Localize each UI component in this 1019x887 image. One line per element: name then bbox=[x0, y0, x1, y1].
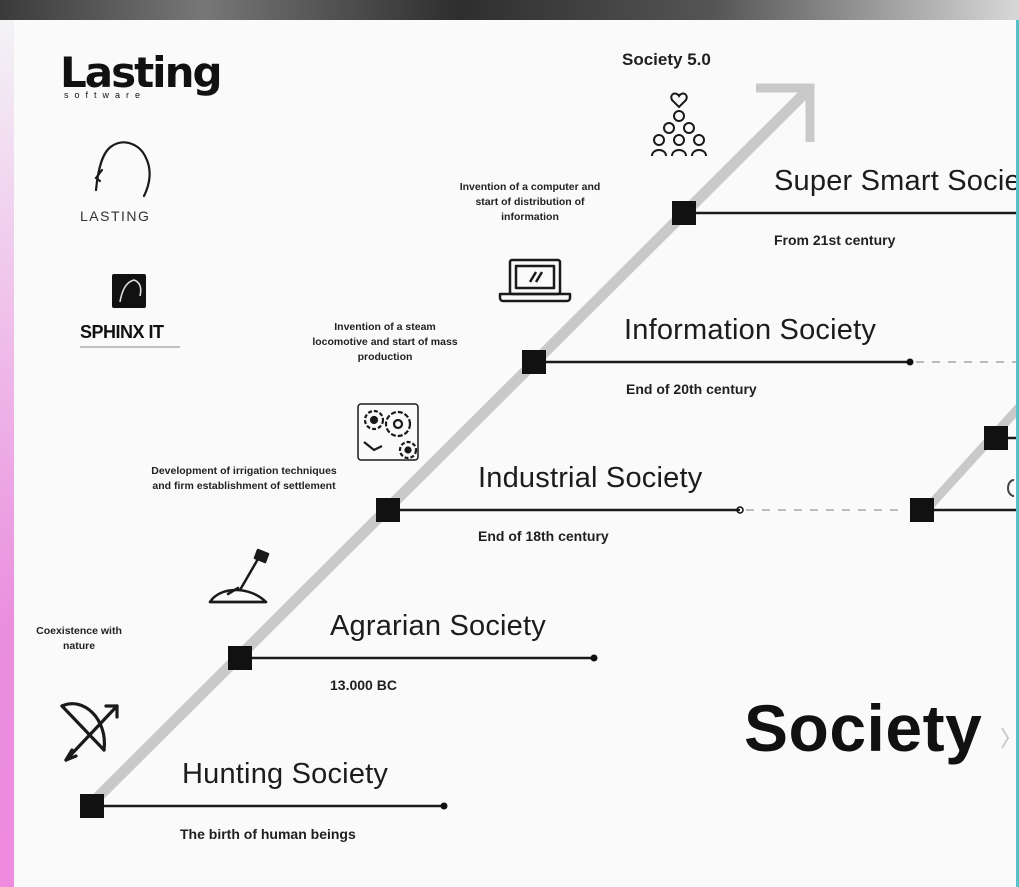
lasting-software-wordmark: Lasting bbox=[60, 48, 223, 97]
left-gradient-border bbox=[0, 20, 14, 887]
cropped-icon-fragment bbox=[1007, 479, 1015, 497]
right-teal-border bbox=[1016, 20, 1019, 887]
hunting-title: Hunting Society bbox=[182, 758, 389, 790]
diagonal-arrow-head bbox=[756, 83, 815, 142]
information-line-end bbox=[906, 358, 914, 366]
industrial-node bbox=[376, 498, 400, 522]
timeline-diagram bbox=[60, 83, 1016, 818]
lasting-label: LASTING bbox=[80, 208, 151, 224]
industrial-description: Invention of a steam locomotive and star… bbox=[312, 321, 458, 363]
society-5-headline: Society 5.0 bbox=[622, 50, 711, 69]
industrial-date: End of 18th century bbox=[478, 528, 609, 544]
lasting-software-sub: software bbox=[64, 90, 147, 100]
hunting-description: Coexistence with nature bbox=[36, 625, 122, 652]
information-date: End of 20th century bbox=[626, 381, 757, 397]
infographic-canvas: Lasting software LASTING SPHINX IT Socie… bbox=[14, 20, 1016, 887]
secondary-node-upper bbox=[984, 426, 1008, 450]
industrial-title: Industrial Society bbox=[478, 462, 703, 494]
lasting-profile-logo bbox=[94, 141, 151, 198]
top-photo-border bbox=[0, 0, 1019, 20]
secondary-node-lower bbox=[910, 498, 934, 522]
super-smart-node bbox=[672, 201, 696, 225]
society-big-title: Society bbox=[744, 691, 983, 765]
cropped-title-fragment bbox=[1001, 727, 1010, 749]
sphinx-square-logo bbox=[112, 274, 146, 308]
information-description: Invention of a computer and start of dis… bbox=[459, 181, 601, 223]
super-smart-date: From 21st century bbox=[774, 232, 896, 248]
hunting-node bbox=[80, 794, 104, 818]
people-heart-icon bbox=[651, 92, 707, 157]
super-smart-title: Super Smart Socie bbox=[774, 165, 1016, 197]
agrarian-description: Development of irrigation techniques and… bbox=[151, 465, 337, 492]
hunting-line-end bbox=[440, 802, 448, 810]
secondary-diagonal bbox=[920, 404, 1016, 516]
shovel-icon bbox=[208, 548, 270, 604]
sphinx-label: SPHINX IT bbox=[80, 322, 164, 342]
agrarian-date: 13.000 BC bbox=[330, 677, 397, 693]
laptop-icon bbox=[498, 258, 572, 303]
agrarian-line-end bbox=[590, 654, 598, 662]
gears-icon bbox=[357, 403, 419, 461]
information-node bbox=[522, 350, 546, 374]
agrarian-node bbox=[228, 646, 252, 670]
bow-and-arrow-icon bbox=[60, 702, 119, 762]
information-title: Information Society bbox=[624, 314, 877, 346]
hunting-date: The birth of human beings bbox=[180, 826, 356, 842]
agrarian-title: Agrarian Society bbox=[330, 610, 546, 642]
industrial-line-end bbox=[736, 506, 744, 514]
